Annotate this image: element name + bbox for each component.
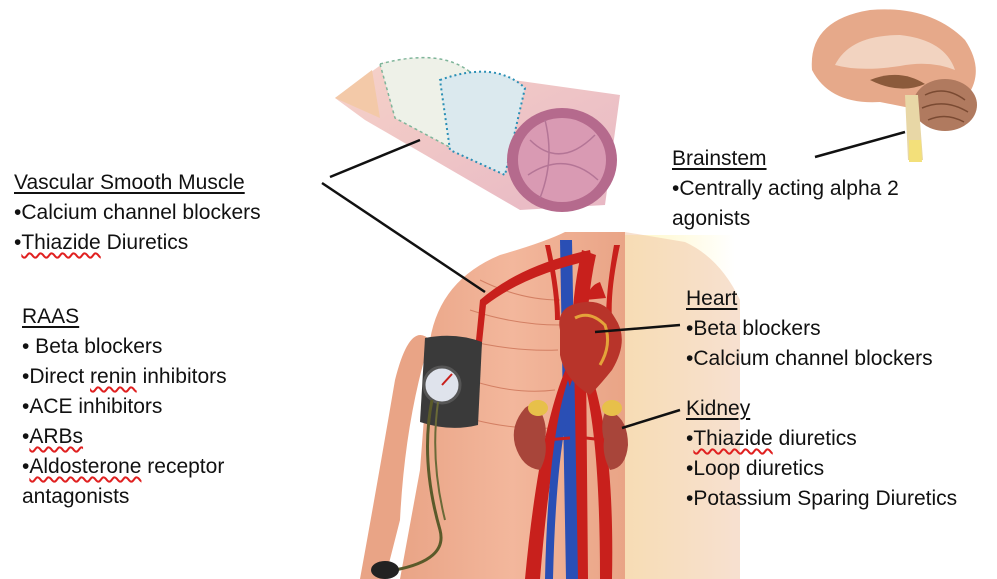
- item-text: •Calcium channel blockers: [14, 201, 261, 224]
- brain-icon: [812, 9, 977, 162]
- item-flagged-word: renin: [90, 365, 137, 388]
- item-text: •Calcium channel blockers: [686, 347, 933, 370]
- brainstem-item: •Centrally acting alpha 2: [672, 174, 899, 204]
- brainstem-label: Brainstem •Centrally acting alpha 2 agon…: [672, 144, 899, 234]
- item-text: •ACE inhibitors: [22, 395, 162, 418]
- raas-label: RAAS • Beta blockers •Direct renin inhib…: [22, 302, 227, 512]
- item-text: • Beta blockers: [22, 335, 162, 358]
- item-text: Diuretics: [101, 231, 189, 254]
- leader-line-vascular-torso: [322, 183, 485, 292]
- raas-heading: RAAS: [22, 302, 227, 332]
- vascular-item: •Thiazide Diuretics: [14, 228, 261, 258]
- item-text: inhibitors: [137, 365, 227, 388]
- raas-item: •Aldosterone receptor: [22, 452, 227, 482]
- blood-vessel-icon: [335, 58, 620, 212]
- item-text: •Beta blockers: [686, 317, 821, 340]
- raas-item: • Beta blockers: [22, 332, 227, 362]
- item-flagged-word: Thiazide: [693, 427, 772, 450]
- item-text: antagonists: [22, 485, 129, 508]
- kidney-label: Kidney •Thiazide diuretics •Loop diureti…: [686, 394, 957, 514]
- item-flagged-word: Thiazide: [21, 231, 100, 254]
- vascular-smooth-muscle-label: Vascular Smooth Muscle •Calcium channel …: [14, 168, 261, 258]
- item-flagged-word: Aldosterone: [29, 455, 141, 478]
- item-text: •Loop diuretics: [686, 457, 824, 480]
- raas-item: antagonists: [22, 482, 227, 512]
- brainstem-item: agonists: [672, 204, 899, 234]
- heart-item: •Calcium channel blockers: [686, 344, 933, 374]
- vascular-heading: Vascular Smooth Muscle: [14, 168, 261, 198]
- kidney-item: •Loop diuretics: [686, 454, 957, 484]
- heart-heading: Heart: [686, 284, 933, 314]
- item-text: •Centrally acting alpha 2: [672, 177, 899, 200]
- item-text: •Direct: [22, 365, 90, 388]
- heart-label: Heart •Beta blockers •Calcium channel bl…: [686, 284, 933, 374]
- item-flagged-word: ARBs: [29, 425, 83, 448]
- item-text: agonists: [672, 207, 750, 230]
- item-text: diuretics: [773, 427, 857, 450]
- item-text: •Potassium Sparing Diuretics: [686, 487, 957, 510]
- item-text: receptor: [141, 455, 224, 478]
- torso-icon: [360, 232, 740, 579]
- raas-item: •ACE inhibitors: [22, 392, 227, 422]
- raas-item: •ARBs: [22, 422, 227, 452]
- raas-item: •Direct renin inhibitors: [22, 362, 227, 392]
- brainstem-heading: Brainstem: [672, 144, 899, 174]
- vascular-item: •Calcium channel blockers: [14, 198, 261, 228]
- heart-item: •Beta blockers: [686, 314, 933, 344]
- kidney-item: •Thiazide diuretics: [686, 424, 957, 454]
- kidney-heading: Kidney: [686, 394, 957, 424]
- leader-line-vascular-vessel: [330, 140, 420, 177]
- kidney-item: •Potassium Sparing Diuretics: [686, 484, 957, 514]
